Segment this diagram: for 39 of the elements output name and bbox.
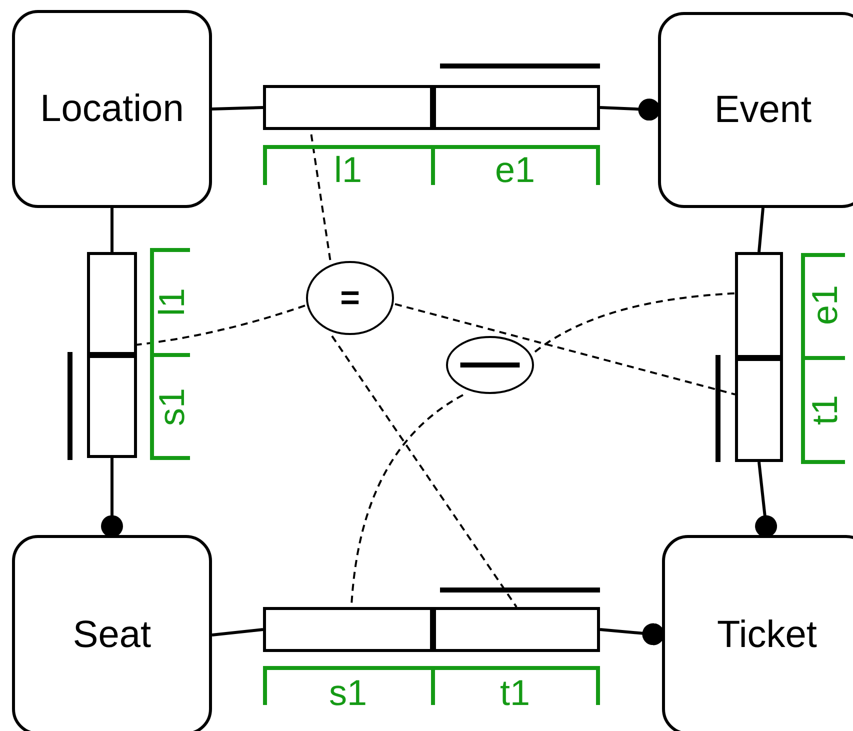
connector-line (110, 208, 114, 252)
role-box (433, 85, 600, 130)
connector-line (212, 106, 264, 110)
role-name: t1 (807, 394, 844, 426)
entity-box (12, 535, 212, 731)
entity-box (12, 10, 212, 208)
role-name: l1 (154, 288, 190, 316)
connector-line (755, 462, 778, 538)
connector-line (600, 623, 664, 646)
equality-constraint-circle (305, 260, 395, 336)
connector-line (600, 98, 660, 121)
connector-line (101, 458, 123, 538)
role-name: e1 (807, 284, 844, 326)
role-box (87, 355, 137, 458)
role-name: l1 (334, 152, 362, 188)
role-name: t1 (500, 675, 530, 711)
role-box (433, 607, 600, 652)
role-box (735, 252, 783, 358)
entity-name: Event (714, 88, 812, 132)
entity-name: Seat (72, 614, 152, 656)
role-box (735, 358, 783, 462)
role-name: e1 (495, 152, 536, 188)
dashed-constraint-line (394, 303, 736, 396)
role-name: s1 (154, 388, 190, 426)
dashed-constraint-line (534, 292, 736, 353)
role-box (87, 252, 137, 355)
connector-line (212, 628, 264, 636)
role-name: s1 (329, 675, 368, 711)
dashed-constraint-line (136, 304, 306, 346)
role-box (263, 607, 433, 652)
dashed-constraint-line (331, 335, 518, 608)
connector-line (758, 208, 764, 252)
entity-name: Ticket (717, 614, 817, 656)
exclusion-constraint-circle (445, 335, 535, 395)
entity-name: Location (40, 88, 184, 130)
entity-box (658, 12, 853, 208)
role-box (263, 85, 433, 130)
constraint-symbol: = (340, 278, 360, 318)
entity-box (662, 535, 853, 731)
